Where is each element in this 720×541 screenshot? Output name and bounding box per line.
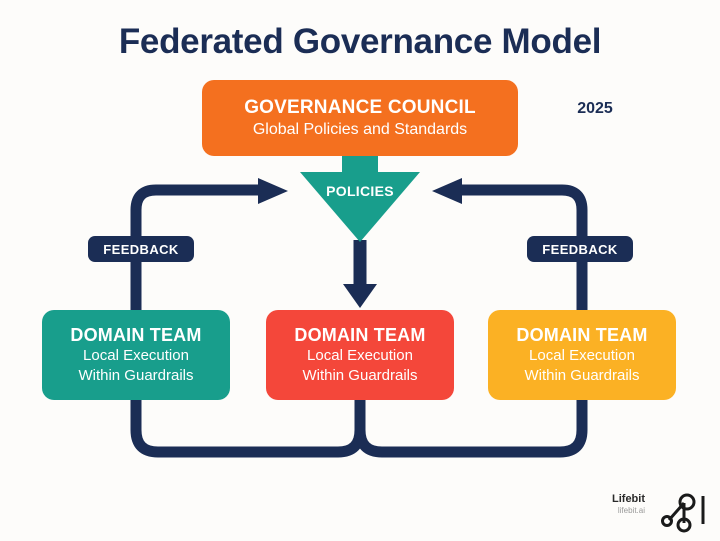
team-1-line2: Within Guardrails <box>78 367 194 385</box>
feedback-label-right: FEEDBACK <box>527 236 633 262</box>
policies-label: POLICIES <box>326 183 394 199</box>
arrowhead-policies-down <box>343 284 377 308</box>
domain-team-box-2: DOMAIN TEAM Local Execution Within Guard… <box>266 310 454 400</box>
team-3-line1: Local Execution <box>529 347 635 365</box>
council-subtitle: Global Policies and Standards <box>252 121 468 139</box>
connector-bottom-left <box>130 394 366 458</box>
domain-team-box-1: DOMAIN TEAM Local Execution Within Guard… <box>42 310 230 400</box>
connector-feedback-left <box>130 184 262 310</box>
brand-watermark: Lifebit lifebit.ai <box>612 493 645 515</box>
team-2-line1: Local Execution <box>307 347 413 365</box>
governance-council-box: GOVERNANCE COUNCIL Global Policies and S… <box>202 80 518 156</box>
team-1-title: DOMAIN TEAM <box>70 324 202 345</box>
connector-bottom-right <box>354 394 588 458</box>
council-title: GOVERNANCE COUNCIL <box>244 96 476 118</box>
team-1-line1: Local Execution <box>83 347 189 365</box>
team-2-line2: Within Guardrails <box>302 367 418 385</box>
connector-feedback-right <box>458 184 588 310</box>
lifebit-logo-icon <box>661 493 705 533</box>
page-title: Federated Governance Model <box>118 22 602 61</box>
brand-name: Lifebit <box>612 493 645 505</box>
year-label: 2025 <box>577 100 613 117</box>
domain-team-box-3: DOMAIN TEAM Local Execution Within Guard… <box>488 310 676 400</box>
team-3-line2: Within Guardrails <box>524 367 640 385</box>
feedback-label-left: FEEDBACK <box>88 236 194 262</box>
team-3-title: DOMAIN TEAM <box>516 324 648 345</box>
brand-text: Lifebit lifebit.ai <box>612 493 645 515</box>
team-2-title: DOMAIN TEAM <box>294 324 426 345</box>
brand-url: lifebit.ai <box>617 505 645 515</box>
arrowhead-feedback-left <box>258 178 288 204</box>
arrowhead-feedback-right <box>432 178 462 204</box>
